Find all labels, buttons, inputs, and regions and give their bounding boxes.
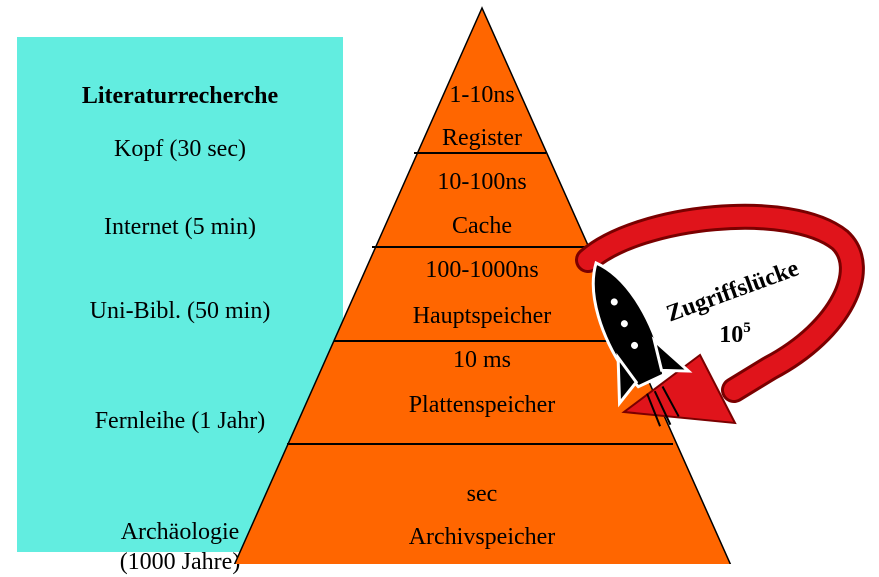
level-name-register: Register (442, 125, 522, 151)
panel-item-unibibl: Uni-Bibl. (50 min) (89, 298, 271, 324)
level-time-hauptspeicher: 100-1000ns (425, 257, 538, 283)
gap-value-exponent: 5 (743, 320, 751, 336)
gap-value-base: 10 (719, 322, 743, 348)
gap-title: Zugriffslücke (663, 255, 803, 327)
panel-item-internet: Internet (5 min) (104, 214, 256, 240)
panel-item-archaeologie: Archäologie (1000 Jahre) (119, 519, 241, 575)
rocket-icon (591, 260, 693, 427)
panel-item-kopf: Kopf (30 sec) (114, 136, 246, 162)
level-name-hauptspeicher: Hauptspeicher (413, 303, 552, 329)
level-time-plattenspeicher: 10 ms (453, 347, 511, 373)
level-time-archivspeicher: sec (467, 481, 498, 507)
memory-hierarchy-diagram: 1-10ns Register 10-100ns Cache 100-1000n… (233, 6, 865, 564)
level-time-cache: 10-100ns (437, 169, 526, 195)
level-time-register: 1-10ns (449, 82, 514, 108)
panel-item-fernleihe: Fernleihe (1 Jahr) (94, 408, 266, 434)
panel-heading: Literaturrecherche (81, 83, 279, 109)
level-name-archivspeicher: Archivspeicher (409, 524, 556, 550)
literature-panel: Literaturrecherche Kopf (30 sec) Interne… (17, 37, 343, 575)
gap-value: 105 (719, 320, 751, 348)
level-name-plattenspeicher: Plattenspeicher (409, 392, 556, 418)
level-name-cache: Cache (452, 213, 512, 239)
